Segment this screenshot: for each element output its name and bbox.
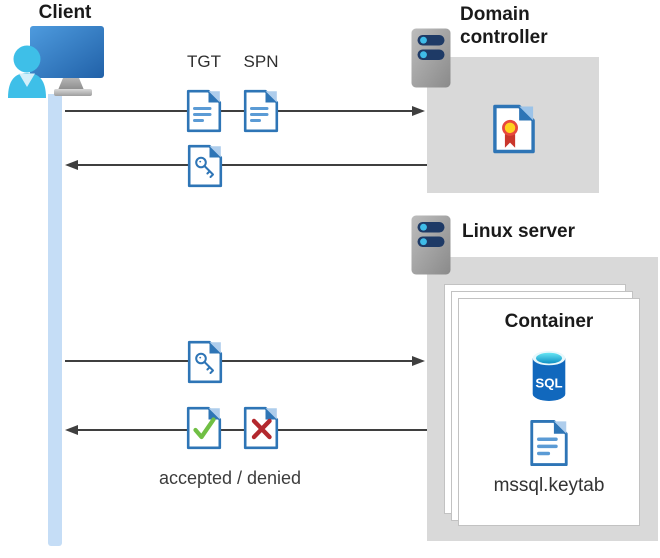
client-title: Client [38, 2, 92, 23]
tgt-label: TGT [187, 52, 221, 71]
spn-label: SPN [243, 52, 279, 71]
arrow-client-to-dc [65, 110, 412, 112]
certificate-ribbon [504, 134, 516, 148]
arrowhead-left-icon [65, 160, 78, 170]
monitor-screen [30, 26, 104, 78]
check-document-icon [186, 406, 222, 450]
keytab-file-label: mssql.keytab [493, 475, 605, 496]
cross-document-icon [243, 406, 279, 450]
sql-cylinder-body [532, 358, 566, 401]
arrow-dc-to-client [78, 164, 427, 166]
key-ticket-document-icon [187, 144, 223, 188]
sql-label: SQL [535, 376, 562, 391]
arrowhead-right-icon [412, 106, 425, 116]
linux-server-title: Linux server [462, 221, 575, 242]
sql-database-cylinder-icon: SQL [532, 351, 566, 401]
person-collar [19, 73, 35, 87]
keytab-file-document-icon [530, 419, 568, 467]
spn-document-icon [243, 89, 279, 133]
accepted-denied-label: accepted / denied [158, 468, 302, 488]
arrowhead-right-icon [412, 356, 425, 366]
server-tower-icon [411, 215, 451, 275]
server-tower-icon [411, 28, 451, 88]
arrow-client-to-linux [65, 360, 412, 362]
container-title: Container [504, 311, 594, 332]
monitor-stand [58, 78, 84, 90]
sql-cylinder-top [535, 352, 563, 364]
certificate-document-icon [493, 104, 535, 154]
container-card: Container SQL mssql.keytab [458, 298, 640, 526]
key-ticket-document-icon [187, 340, 223, 384]
client-lifeline [48, 94, 62, 546]
tgt-document-icon [186, 89, 222, 133]
monitor-base [54, 89, 92, 96]
user-at-monitor-icon [8, 26, 104, 98]
certificate-seal-center [504, 122, 516, 134]
arrowhead-left-icon [65, 425, 78, 435]
person-head [13, 45, 41, 73]
domain-controller-title: Domain controller [460, 4, 548, 48]
